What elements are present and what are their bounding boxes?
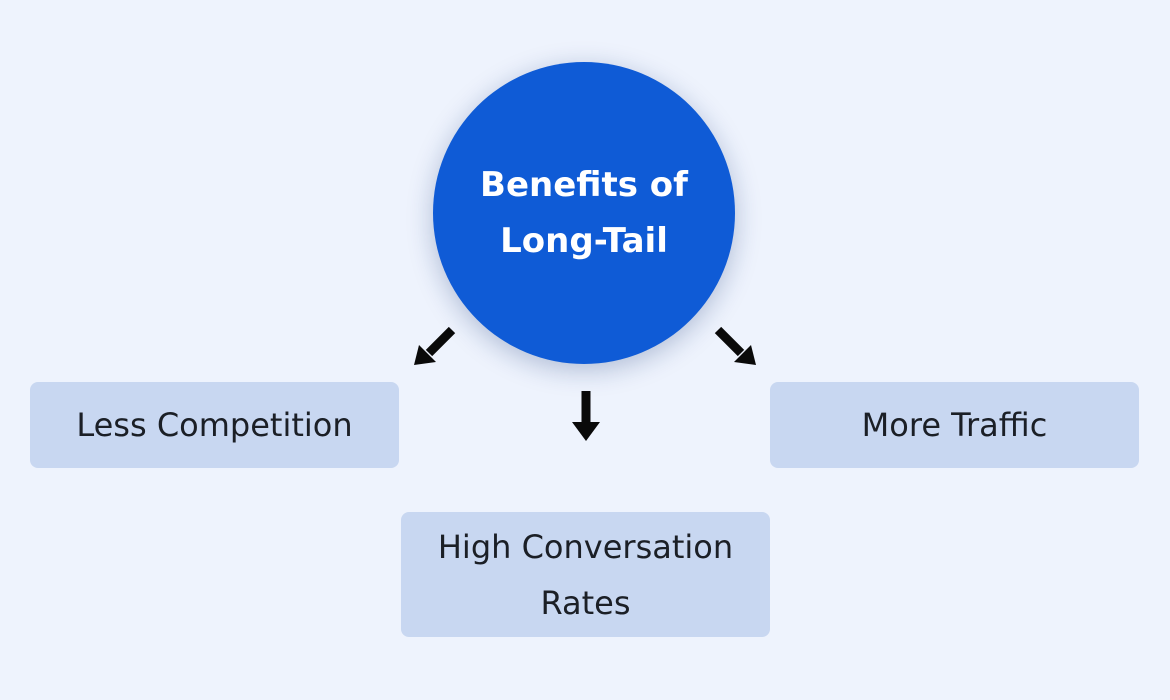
node-label: Less Competition (76, 406, 353, 444)
center-node: Benefits of Long-Tail (433, 62, 735, 364)
node-more-traffic: More Traffic (770, 382, 1139, 468)
node-label: High Conversation Rates (437, 527, 734, 622)
node-less-competition: Less Competition (30, 382, 399, 468)
center-node-label: Benefits of Long-Tail (480, 165, 688, 261)
arrow-to-less-competition (414, 326, 456, 365)
arrow-to-more-traffic (714, 326, 756, 365)
node-high-conversation-rates: High Conversation Rates (401, 512, 770, 637)
node-label: More Traffic (861, 406, 1048, 444)
arrow-to-high-conversation-rates (572, 391, 600, 441)
